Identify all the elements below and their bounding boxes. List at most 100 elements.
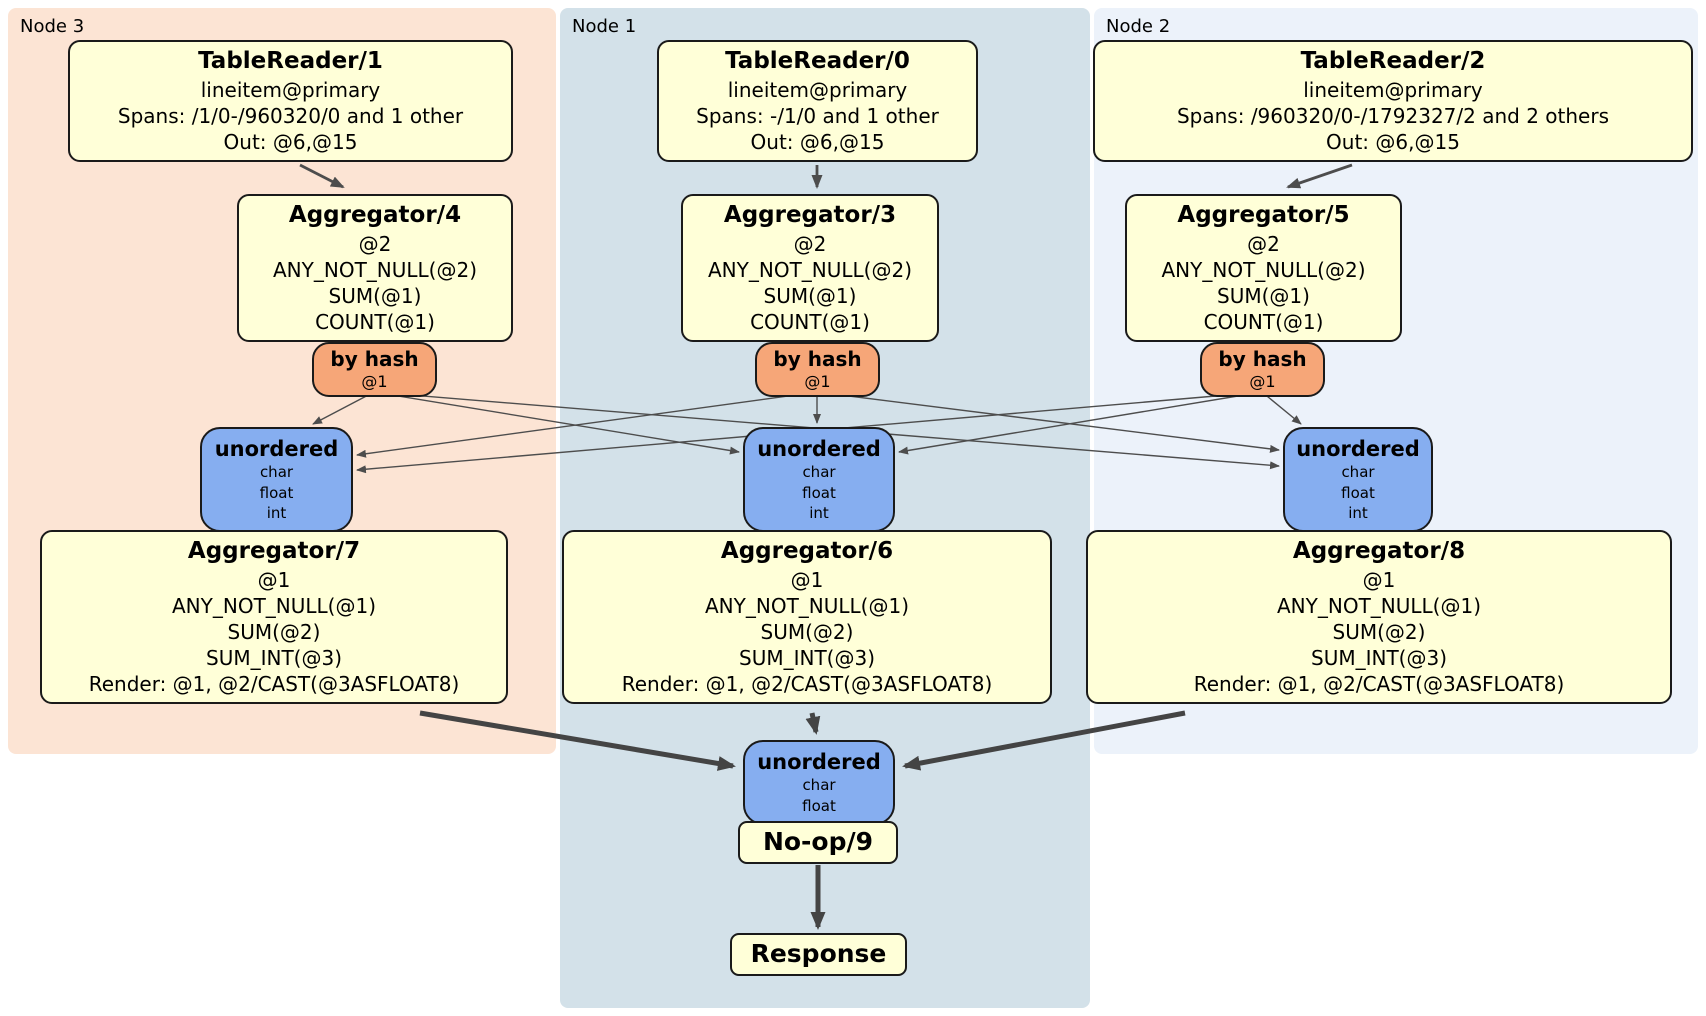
processor-detail: @2 bbox=[1247, 231, 1280, 256]
arrow-tr1-agg4 bbox=[299, 163, 345, 189]
processor-detail: Render: @1, @2/CAST(@3ASFLOAT8) bbox=[88, 671, 460, 696]
sync-column: char bbox=[802, 463, 836, 482]
router-title: by hash bbox=[330, 347, 419, 371]
sync-column: float bbox=[259, 483, 294, 502]
node-label: Node 3 bbox=[20, 16, 85, 37]
router-title: by hash bbox=[773, 347, 862, 371]
sync-unordered-center: unordered char float int bbox=[743, 427, 895, 532]
processor-detail: lineitem@primary bbox=[727, 77, 908, 102]
processor-detail: Out: @6,@15 bbox=[223, 129, 358, 154]
processor-detail: @1 bbox=[790, 567, 824, 592]
processor-detail: SUM_INT(@3) bbox=[206, 645, 342, 670]
processor-detail: Out: @6,@15 bbox=[750, 129, 885, 154]
processor-detail: ANY_NOT_NULL(@2) bbox=[708, 257, 912, 282]
edge-router-left-sync-left bbox=[312, 391, 375, 425]
processor-title: Aggregator/7 bbox=[187, 538, 361, 564]
router-detail: @1 bbox=[804, 372, 831, 391]
processor-detail: @2 bbox=[358, 231, 392, 256]
processor-title: TableReader/2 bbox=[1300, 48, 1486, 74]
sync-column: char bbox=[1341, 463, 1375, 482]
processor-title: Aggregator/3 bbox=[723, 202, 897, 228]
sync-unordered-right: unordered char float int bbox=[1283, 427, 1433, 532]
processor-detail: ANY_NOT_NULL(@2) bbox=[273, 257, 477, 282]
processor-aggregator-7: Aggregator/7 @1 ANY_NOT_NULL(@1) SUM(@2)… bbox=[40, 530, 508, 704]
processor-detail: SUM(@1) bbox=[763, 283, 857, 308]
router-by-hash-right: by hash @1 bbox=[1200, 342, 1325, 397]
sync-unordered-left: unordered char float int bbox=[200, 427, 353, 532]
processor-detail: COUNT(@1) bbox=[315, 309, 435, 334]
processor-aggregator-8: Aggregator/8 @1 ANY_NOT_NULL(@1) SUM(@2)… bbox=[1086, 530, 1672, 704]
processor-detail: @2 bbox=[793, 231, 827, 256]
processor-noop-9: No-op/9 bbox=[738, 821, 898, 864]
router-by-hash-center: by hash @1 bbox=[755, 342, 880, 397]
processor-aggregator-6: Aggregator/6 @1 ANY_NOT_NULL(@1) SUM(@2)… bbox=[562, 530, 1052, 704]
processor-detail: SUM(@1) bbox=[1217, 283, 1310, 308]
router-detail: @1 bbox=[361, 372, 388, 391]
sync-column: float bbox=[802, 483, 836, 502]
edge-router-center-sync-right bbox=[816, 391, 1280, 453]
arrow-agg8-sync-final bbox=[902, 710, 1186, 771]
processor-title: Aggregator/6 bbox=[720, 538, 894, 564]
sync-column: float bbox=[1341, 483, 1375, 502]
processor-tablereader-0: TableReader/0 lineitem@primary Spans: -/… bbox=[657, 40, 978, 162]
processor-detail: ANY_NOT_NULL(@1) bbox=[172, 593, 376, 618]
processor-detail: Spans: -/1/0 and 1 other bbox=[696, 103, 939, 128]
processor-tablereader-1: TableReader/1 lineitem@primary Spans: /1… bbox=[68, 40, 513, 162]
processor-detail: lineitem@primary bbox=[1303, 77, 1483, 102]
edge-router-right-sync-center bbox=[898, 391, 1263, 455]
processor-aggregator-3: Aggregator/3 @2 ANY_NOT_NULL(@2) SUM(@1)… bbox=[681, 194, 939, 342]
sync-column: float bbox=[802, 796, 836, 815]
processor-title: TableReader/1 bbox=[198, 48, 383, 74]
processor-detail: lineitem@primary bbox=[200, 77, 381, 102]
arrow-agg7-sync-final bbox=[419, 710, 736, 771]
edge-router-right-sync-right bbox=[1261, 391, 1302, 425]
processor-detail: SUM(@2) bbox=[1332, 619, 1426, 644]
node-label: Node 1 bbox=[572, 16, 637, 37]
processor-aggregator-5: Aggregator/5 @2 ANY_NOT_NULL(@2) SUM(@1)… bbox=[1125, 194, 1402, 342]
processor-title: No-op/9 bbox=[762, 827, 874, 856]
router-detail: @1 bbox=[1249, 372, 1276, 391]
processor-detail: Spans: /960320/0-/1792327/2 and 2 others bbox=[1176, 103, 1609, 128]
processor-detail: SUM_INT(@3) bbox=[1311, 645, 1447, 670]
sync-column: int bbox=[809, 503, 829, 522]
sync-title: unordered bbox=[757, 437, 881, 461]
sync-column: int bbox=[266, 503, 287, 522]
processor-detail: COUNT(@1) bbox=[1203, 309, 1324, 334]
node-label: Node 2 bbox=[1106, 16, 1171, 37]
edge-router-center-sync-left bbox=[356, 391, 818, 458]
processor-detail: SUM(@1) bbox=[328, 283, 422, 308]
processor-title: Response bbox=[750, 939, 887, 968]
processor-detail: SUM(@2) bbox=[760, 619, 854, 644]
processor-tablereader-2: TableReader/2 lineitem@primary Spans: /9… bbox=[1093, 40, 1693, 162]
sync-column: char bbox=[259, 463, 294, 482]
processor-response: Response bbox=[730, 933, 907, 976]
processor-detail: SUM_INT(@3) bbox=[739, 645, 875, 670]
sync-column: char bbox=[802, 776, 836, 795]
router-by-hash-left: by hash @1 bbox=[312, 342, 437, 397]
processor-detail: ANY_NOT_NULL(@2) bbox=[1161, 257, 1366, 282]
processor-detail: ANY_NOT_NULL(@1) bbox=[1277, 593, 1481, 618]
arrow-agg6-sync-final bbox=[805, 712, 821, 735]
sync-title: unordered bbox=[1296, 437, 1420, 461]
processor-title: Aggregator/5 bbox=[1177, 202, 1350, 228]
processor-title: Aggregator/8 bbox=[1292, 538, 1466, 564]
sync-unordered-final: unordered char float bbox=[743, 740, 895, 825]
processor-detail: SUM(@2) bbox=[227, 619, 321, 644]
processor-detail: @1 bbox=[257, 567, 291, 592]
processor-detail: Render: @1, @2/CAST(@3ASFLOAT8) bbox=[621, 671, 993, 696]
arrow-tr2-agg5 bbox=[1286, 163, 1353, 189]
processor-detail: @1 bbox=[1362, 567, 1396, 592]
processor-detail: Render: @1, @2/CAST(@3ASFLOAT8) bbox=[1193, 671, 1565, 696]
processor-aggregator-4: Aggregator/4 @2 ANY_NOT_NULL(@2) SUM(@1)… bbox=[237, 194, 513, 342]
sync-title: unordered bbox=[214, 437, 339, 461]
sync-column: int bbox=[1348, 503, 1368, 522]
router-title: by hash bbox=[1218, 347, 1307, 371]
processor-title: TableReader/0 bbox=[725, 48, 910, 74]
processor-detail: Out: @6,@15 bbox=[1326, 129, 1460, 154]
processor-title: Aggregator/4 bbox=[288, 202, 462, 228]
processor-detail: COUNT(@1) bbox=[750, 309, 870, 334]
processor-detail: Spans: /1/0-/960320/0 and 1 other bbox=[117, 103, 464, 128]
processor-detail: ANY_NOT_NULL(@1) bbox=[705, 593, 909, 618]
